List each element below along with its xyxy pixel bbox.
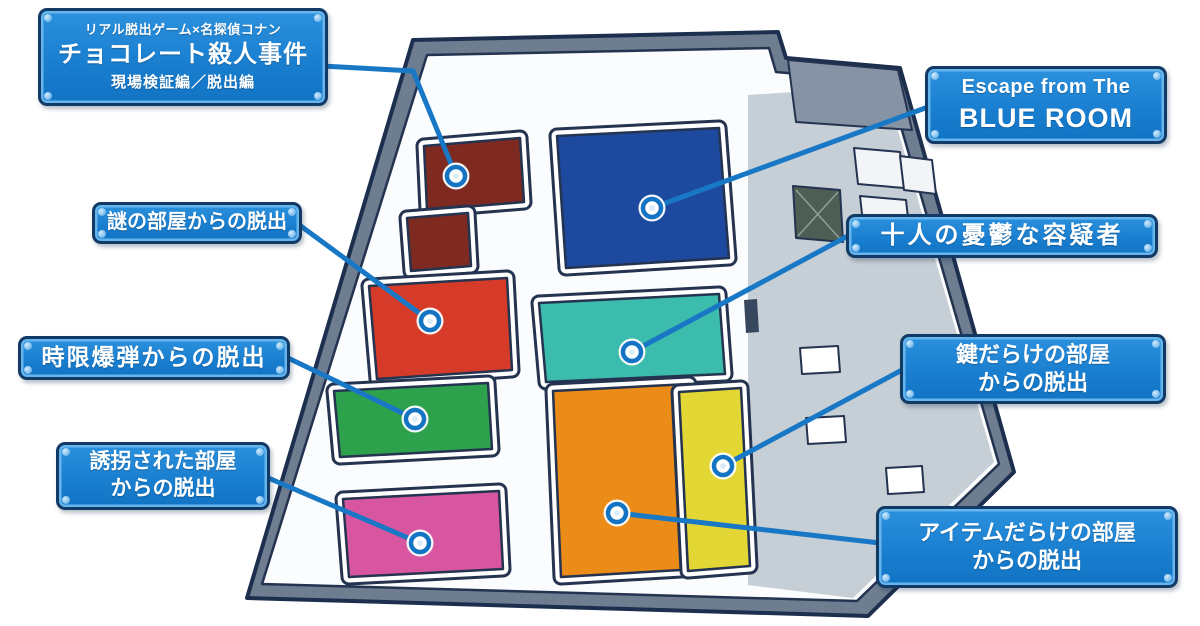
callout-blue-room-line1: Escape from The: [961, 75, 1131, 98]
room-markers: [401, 162, 737, 557]
callout-chocolate-murder[interactable]: リアル脱出ゲーム×名探偵コナン チョコレート殺人事件 現場検証編／脱出編: [38, 8, 328, 106]
marker-suspects-icon[interactable]: [618, 338, 646, 366]
callout-blue-room[interactable]: Escape from The BLUE ROOM: [925, 66, 1167, 144]
rivet-icon: [1153, 72, 1161, 80]
rivet-icon: [1164, 574, 1172, 582]
rivet-icon: [931, 72, 939, 80]
connector-blue: [649, 104, 931, 211]
rivet-icon: [98, 230, 106, 238]
callout-keys-room[interactable]: 鍵だらけの部屋 からの脱出: [900, 334, 1166, 404]
callout-kidnapped-label: 誘拐された部屋 からの脱出: [89, 450, 237, 500]
rivet-icon: [1152, 340, 1160, 348]
rivet-icon: [1153, 130, 1161, 138]
rivet-icon: [288, 230, 296, 238]
callout-chocolate-series: リアル脱出ゲーム×名探偵コナン: [84, 21, 282, 37]
rivet-icon: [852, 220, 860, 228]
keys-room-floor: [677, 386, 752, 573]
callout-chocolate-subtitle: 現場検証編／脱出編: [110, 74, 255, 92]
rivet-icon: [256, 448, 264, 456]
room-keys: [679, 388, 750, 571]
callout-connectors: [263, 63, 931, 546]
rivet-icon: [276, 366, 284, 374]
callout-time-bomb-label: 時限爆弾からの脱出: [41, 344, 267, 371]
rivet-icon: [931, 130, 939, 138]
connector-bomb: [285, 355, 418, 422]
rivet-icon: [852, 244, 860, 252]
rivet-icon: [1164, 512, 1172, 520]
rivet-icon: [256, 496, 264, 504]
callout-ten-suspects-label: 十人の憂鬱な容疑者: [880, 221, 1124, 249]
callout-mystery-room[interactable]: 謎の部屋からの脱出: [92, 202, 302, 244]
connector-chocolate: [319, 63, 459, 179]
elevator-shaft: [792, 185, 844, 243]
marker-kidnapped-icon[interactable]: [406, 529, 434, 557]
rivet-icon: [314, 92, 322, 100]
suspects-room-floor: [537, 292, 727, 384]
rivet-icon: [276, 342, 284, 350]
chocolate-room-floor: [422, 136, 526, 212]
rivet-icon: [44, 92, 52, 100]
marker-chocolate-icon[interactable]: [442, 162, 470, 190]
rivet-icon: [288, 208, 296, 216]
connector-suspects: [629, 233, 851, 355]
utility-room: [899, 155, 937, 195]
chocolate-room-floor-annex: [405, 211, 473, 273]
rivet-icon: [44, 14, 52, 22]
pillar: [744, 299, 759, 333]
room-suspects: [539, 294, 725, 382]
rivet-icon: [882, 574, 890, 582]
callout-mystery-label: 謎の部屋からの脱出: [107, 211, 287, 234]
rivet-icon: [882, 512, 890, 520]
rivet-icon: [98, 208, 106, 216]
marker-mystery-icon[interactable]: [416, 307, 444, 335]
connector-items: [614, 510, 883, 546]
rivet-icon: [24, 366, 32, 374]
connector-mystery: [295, 221, 433, 324]
furniture: [885, 465, 925, 495]
furniture: [799, 345, 841, 375]
rivet-icon: [62, 448, 70, 456]
rivet-icon: [1144, 220, 1152, 228]
furniture: [805, 415, 847, 445]
marker-items-icon[interactable]: [603, 499, 631, 527]
rivet-icon: [24, 342, 32, 350]
callout-keys-label: 鍵だらけの部屋 からの脱出: [955, 341, 1110, 395]
utility-room: [853, 147, 905, 189]
marker-blue-icon[interactable]: [638, 194, 666, 222]
rivet-icon: [906, 390, 914, 398]
callout-items-room[interactable]: アイテムだらけの部屋 からの脱出: [876, 506, 1178, 588]
callout-ten-suspects[interactable]: 十人の憂鬱な容疑者: [846, 214, 1158, 258]
callout-kidnapped-room[interactable]: 誘拐された部屋 からの脱出: [56, 442, 270, 510]
rivet-icon: [314, 14, 322, 22]
marker-keys-icon[interactable]: [709, 452, 737, 480]
callout-chocolate-title: チョコレート殺人事件: [58, 41, 308, 69]
rivet-icon: [1144, 244, 1152, 252]
callout-items-label: アイテムだらけの部屋 からの脱出: [918, 519, 1136, 573]
rivet-icon: [62, 496, 70, 504]
callout-blue-room-line2: BLUE ROOM: [959, 102, 1133, 133]
rivet-icon: [1152, 390, 1160, 398]
marker-bomb-icon[interactable]: [401, 405, 429, 433]
callout-time-bomb[interactable]: 時限爆弾からの脱出: [18, 336, 290, 380]
connector-kidnapped: [263, 474, 423, 546]
rivet-icon: [906, 340, 914, 348]
stair-block: [787, 59, 913, 131]
connector-keys: [720, 367, 905, 469]
